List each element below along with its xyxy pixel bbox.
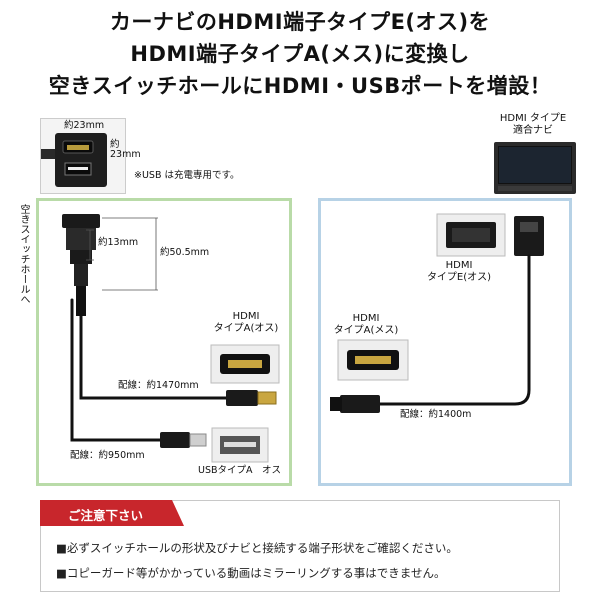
hdmi-e-connector-inset <box>436 213 506 257</box>
notice-line-2: ■コピーガード等がかかっている動画はミラーリングする事はできません。 <box>56 566 446 580</box>
hdmi-a-female-label-1: HDMI <box>352 313 380 324</box>
car-navi-image <box>494 142 576 194</box>
cable-1470-label: 配線：約1470mm <box>118 380 199 391</box>
hdmi-a-female-label-2: タイプA(メス) <box>333 325 399 336</box>
hdmi-a-female-inset <box>337 339 409 381</box>
headline-line-2: HDMI端子タイプA(メス)に変換し <box>130 42 470 66</box>
notice-title-tag <box>40 500 184 526</box>
cable-1400-label: 配線：約1400m <box>400 409 472 420</box>
usb-a-port-inset <box>211 427 269 463</box>
usb-a-male-label: USBタイプA オス <box>198 465 281 476</box>
hdmi-e-label-1: HDMI <box>445 260 473 271</box>
usb-charge-note: ※USB は充電専用です。 <box>134 170 240 181</box>
hdmi-a-port-inset <box>210 344 280 384</box>
navi-label-2: 適合ナビ <box>513 125 553 136</box>
left-panel <box>36 198 292 486</box>
car-navi-icon <box>494 142 576 194</box>
dim-50mm-label: 約50.5mm <box>160 247 210 258</box>
hdmi-e-label-2: タイプE(オス) <box>426 272 492 283</box>
headline-line-1: カーナビのHDMI端子タイプE(オス)を <box>109 10 491 34</box>
notice-line-1: ■必ずスイッチホールの形状及びナビと接続する端子形状をご確認ください。 <box>56 541 458 555</box>
cable-950-label: 配線：約950mm <box>70 450 145 461</box>
notice-box <box>40 500 560 592</box>
hdmi-a-female-plug <box>330 395 380 413</box>
switch-module-side <box>62 214 100 316</box>
side-vertical-text: 空きスイッチホールへ <box>18 204 29 304</box>
module-photo <box>39 118 126 194</box>
right-panel <box>318 198 572 486</box>
headline-line-3: 空きスイッチホールにHDMI・USBポートを増設！ <box>48 74 552 98</box>
usb-a-male-plug <box>160 432 207 448</box>
module-width-label: 約23mm <box>64 120 105 131</box>
dim-13mm-label: 約13mm <box>98 237 139 248</box>
hdmi-a-male-label-2: タイプA(オス) <box>213 323 279 334</box>
hdmi-a-male-plug <box>226 390 277 406</box>
switch-module-icon <box>39 133 107 187</box>
hdmi-e-plug <box>514 216 544 256</box>
navi-label-1: HDMI タイプE <box>499 113 567 124</box>
notice-title: ご注意下さい <box>68 508 144 523</box>
hdmi-a-male-label-1: HDMI <box>232 311 260 322</box>
